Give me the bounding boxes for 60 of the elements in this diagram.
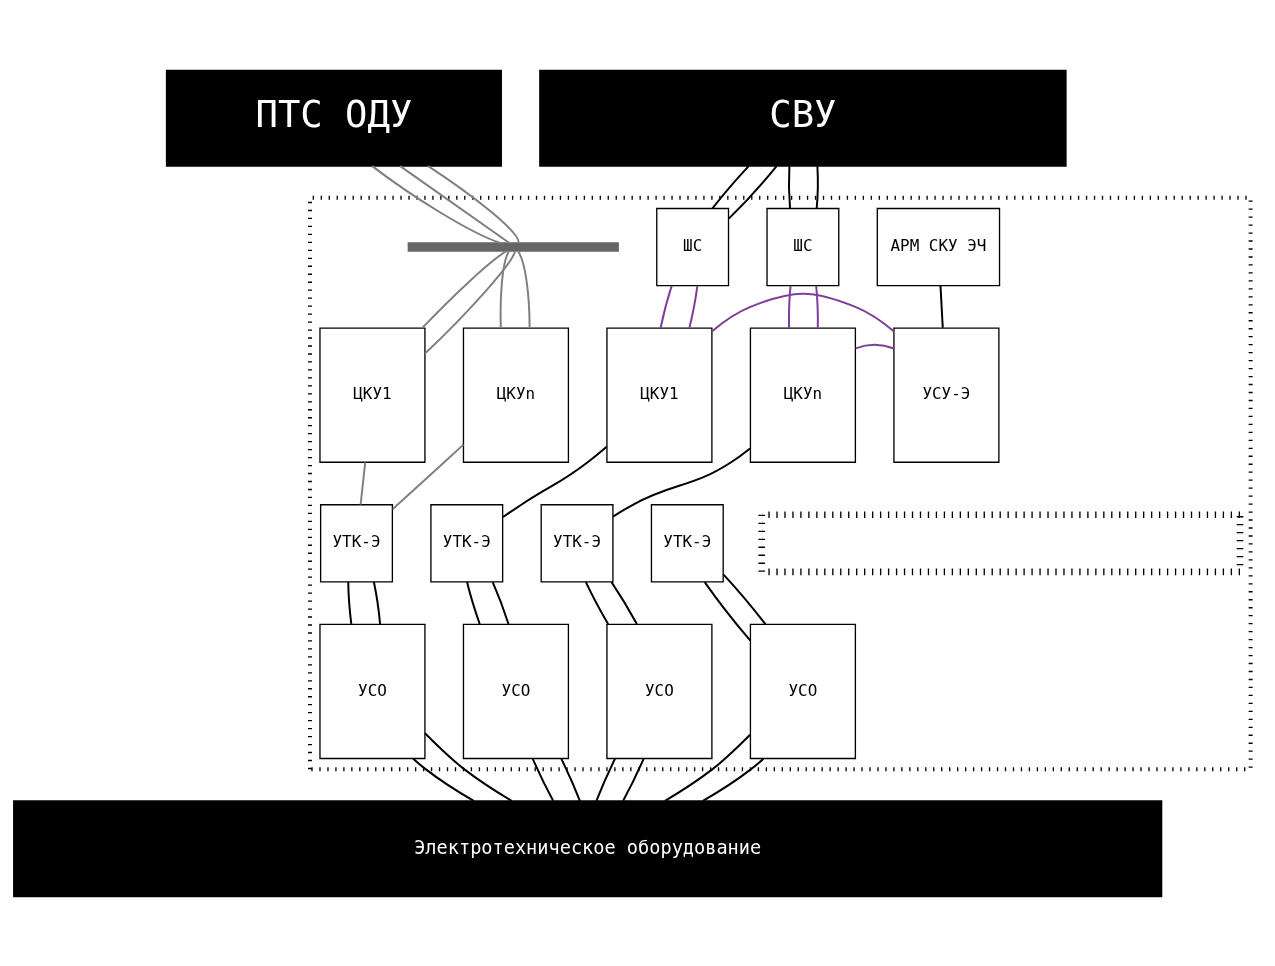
node-box: УТК-Э [319, 503, 394, 582]
node-box: ШС [656, 207, 730, 286]
node-box: ЦКУn [462, 326, 570, 463]
connector [727, 164, 778, 220]
connector [491, 580, 510, 625]
connector [502, 445, 608, 518]
connector [371, 164, 502, 244]
node-box: ЦКУn [749, 326, 857, 463]
cluster [308, 195, 1253, 771]
connector [659, 284, 673, 329]
node-box: УСУ-Э [893, 326, 1000, 463]
connector [517, 249, 531, 329]
node-box: УТК-Э [430, 503, 504, 582]
node-box [758, 510, 1244, 575]
connector [427, 164, 520, 244]
connector [595, 757, 616, 802]
connector [854, 343, 895, 349]
connector [612, 446, 752, 518]
connector [787, 164, 792, 209]
connector [703, 580, 752, 642]
connector [787, 284, 792, 329]
connector [359, 460, 367, 505]
connector [815, 164, 819, 209]
node-box: ЦКУ1 [606, 326, 713, 463]
connector [939, 284, 944, 329]
node-box: Электротехническое оборудование [13, 799, 1163, 897]
node-box: УСО [606, 623, 713, 759]
connector [711, 164, 750, 209]
node-box: УСО [749, 623, 857, 759]
connector [531, 757, 555, 802]
connector [412, 757, 475, 802]
node-box: УСО [319, 623, 426, 759]
connector [560, 757, 581, 802]
connector [711, 292, 895, 332]
node-box: ШС [766, 207, 840, 286]
connector [391, 443, 465, 510]
connector [722, 572, 767, 625]
connector [423, 249, 517, 355]
node-box: УТК-Э [540, 503, 614, 582]
node-bar [407, 241, 619, 252]
connector [421, 249, 508, 329]
node-box: ЦКУ1 [319, 326, 426, 463]
node-box: УСО [462, 623, 570, 759]
connector [584, 580, 610, 625]
connector [701, 757, 765, 802]
connector [347, 580, 353, 625]
connector [815, 284, 819, 329]
connector [372, 580, 382, 625]
connector [423, 731, 513, 802]
connector [664, 733, 752, 802]
node-box: УТК-Э [650, 503, 724, 582]
connector [622, 757, 645, 802]
node-box: АРМ СКУ ЭЧ [876, 207, 1001, 286]
node-box: СВУ [539, 69, 1067, 167]
connector [466, 580, 481, 625]
connector [610, 580, 638, 625]
connector [688, 284, 699, 329]
node-box: ПТС ОДУ [165, 69, 502, 167]
connector [399, 164, 511, 244]
connector [499, 249, 510, 329]
